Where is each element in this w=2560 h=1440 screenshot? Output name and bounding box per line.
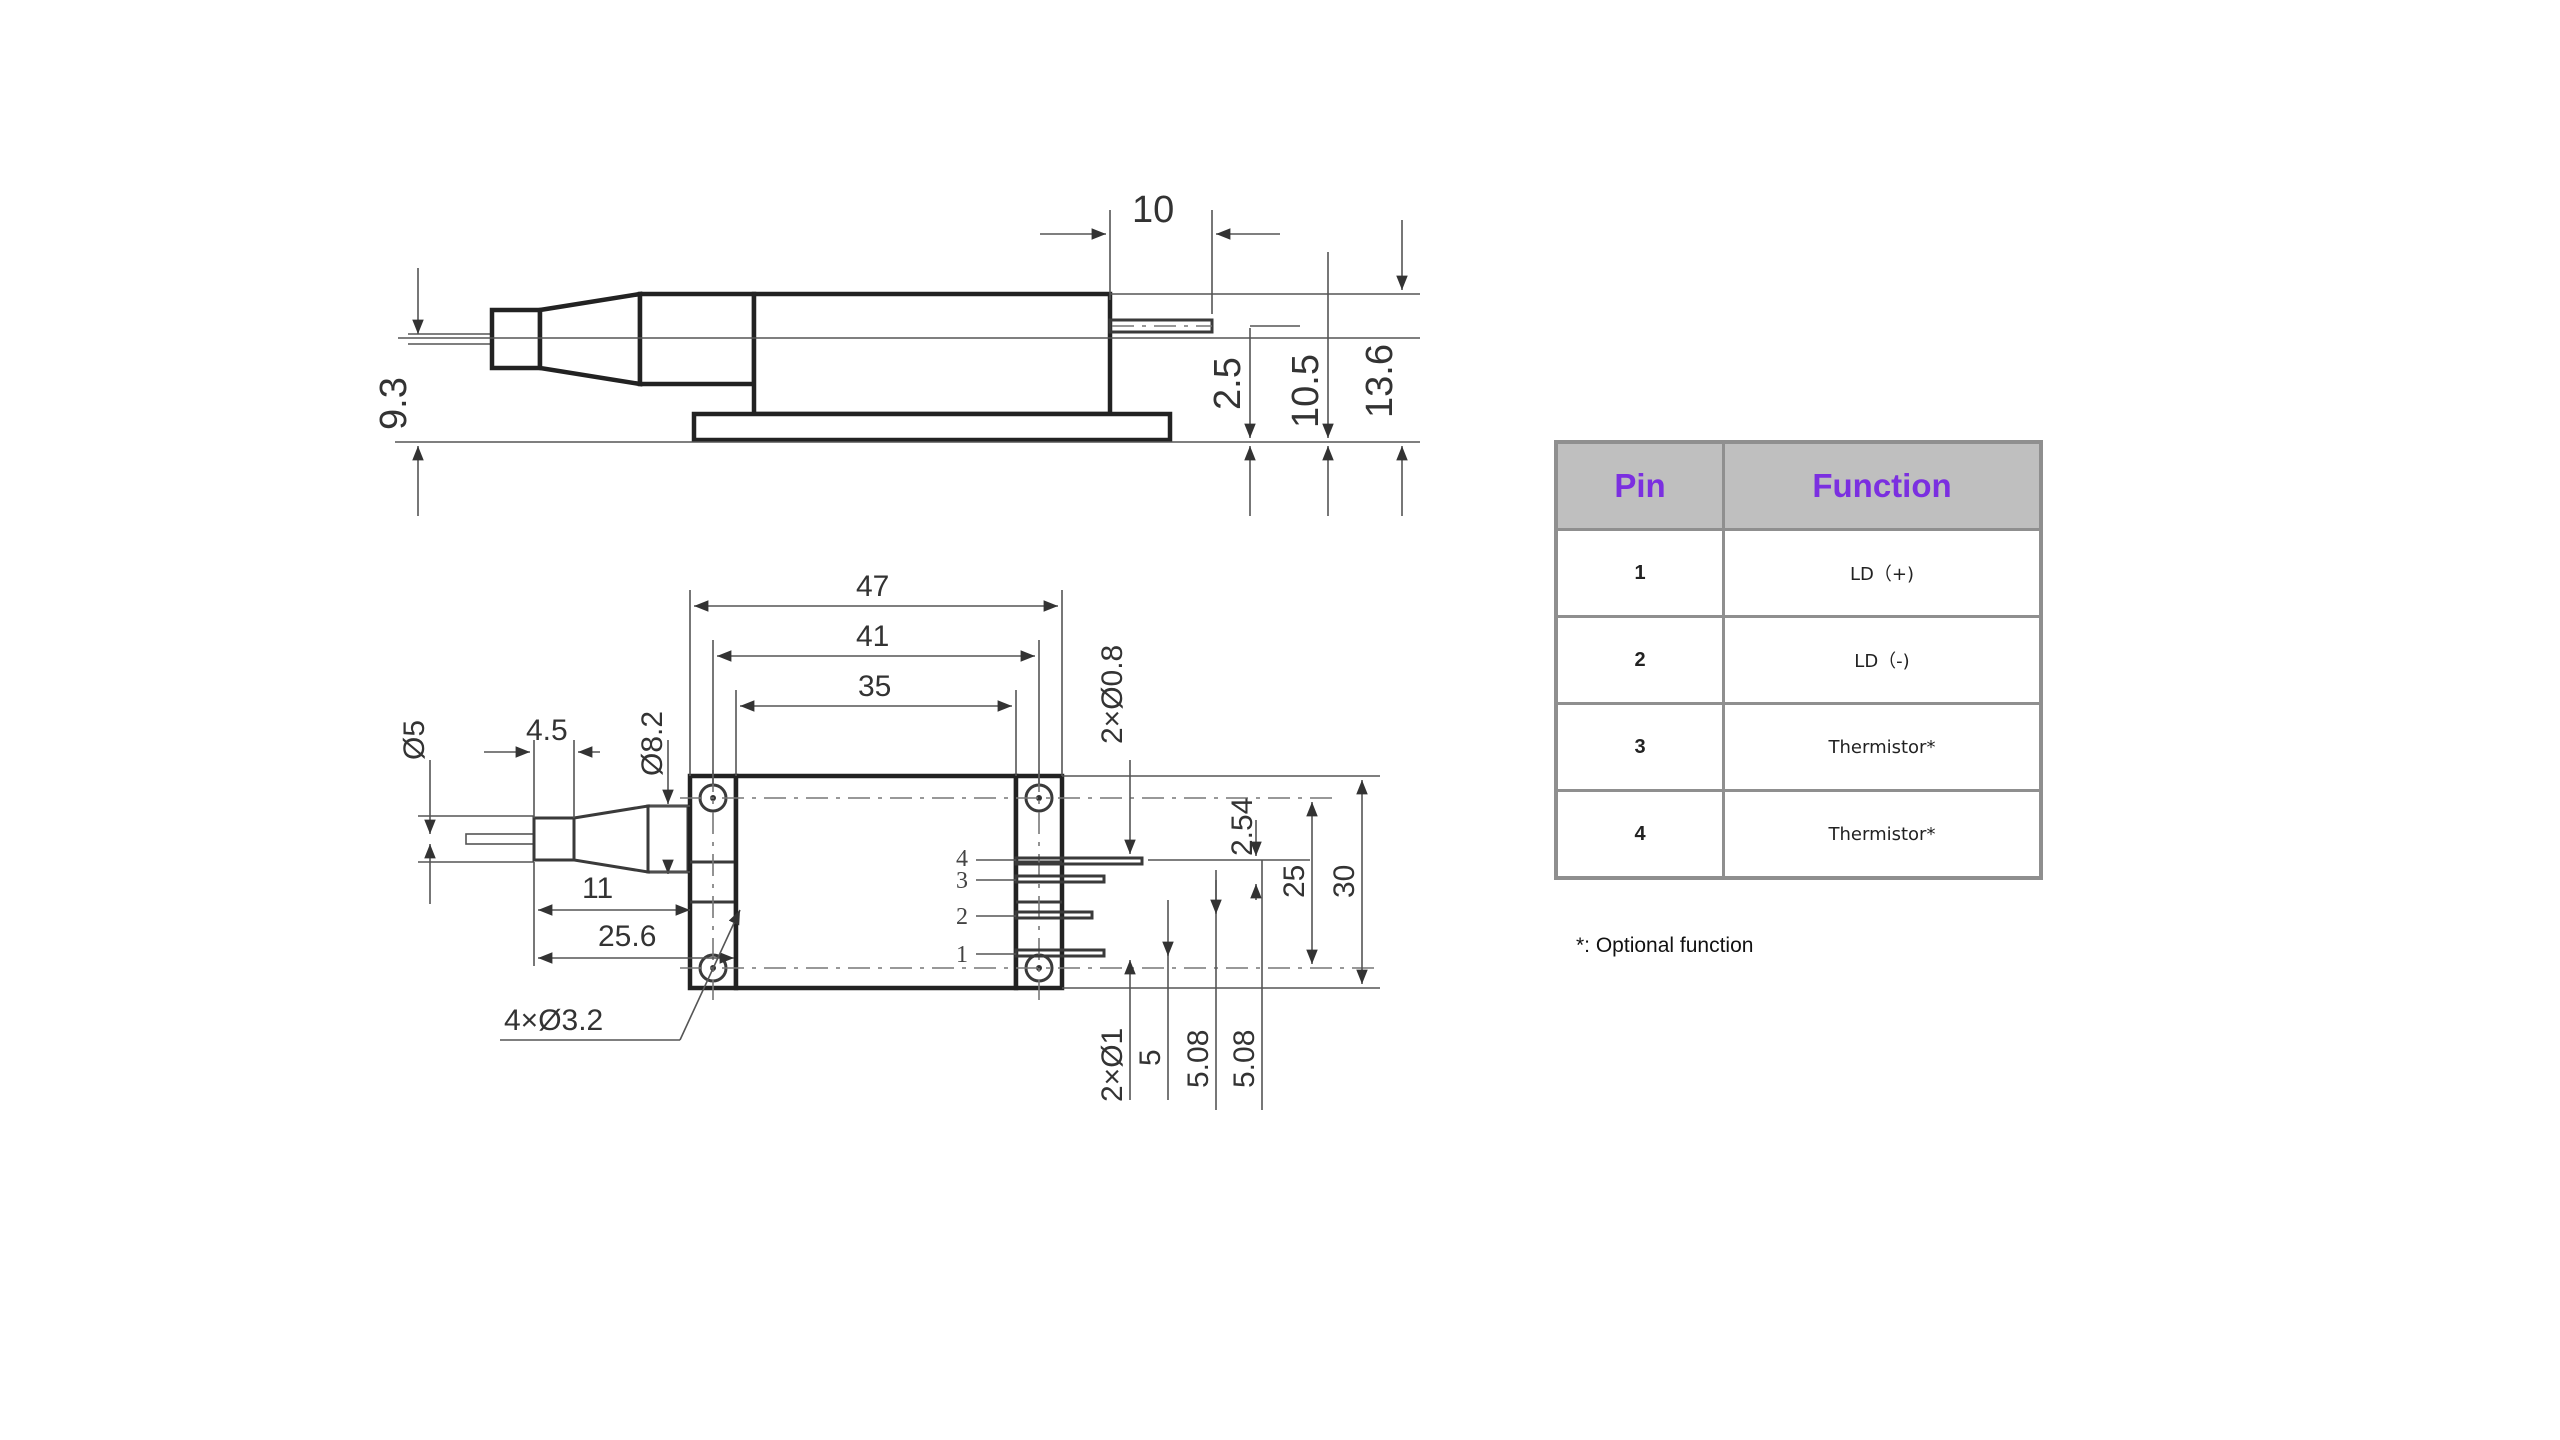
dim-25: 25	[1278, 865, 1311, 898]
dim-2x-phi-0-8: 2×Ø0.8	[1096, 645, 1129, 744]
pin-number: 1	[1554, 528, 1725, 618]
footnote: *: Optional function	[1576, 934, 1754, 957]
dim-41: 41	[856, 620, 889, 653]
dim-11: 11	[582, 872, 613, 905]
dim-13-6: 13.6	[1359, 344, 1401, 418]
header-pin: Pin	[1554, 440, 1725, 531]
dim-phi-5: Ø5	[398, 720, 431, 760]
top-view: 4 3 2 1 47 41 35 Ø5 4.5	[398, 570, 1380, 1110]
dim-5-08-a: 5.08	[1182, 1030, 1215, 1088]
dim-phi-8-2: Ø8.2	[636, 711, 669, 776]
table-header-row: Pin Function	[1554, 440, 2043, 531]
pin-function: LD（+)	[1722, 528, 2043, 618]
table-row: 2 LD（-)	[1554, 615, 2043, 705]
dim-30: 30	[1328, 865, 1361, 898]
pin-label-4: 4	[956, 846, 968, 872]
table-row: 1 LD（+)	[1554, 528, 2043, 618]
side-view: 10 9.3 2.5 10.5 13.6	[373, 189, 1420, 516]
pin-number: 3	[1554, 702, 1725, 792]
table-row: 3 Thermistor*	[1554, 702, 2043, 792]
dim-4x-phi-3-2: 4×Ø3.2	[504, 1004, 603, 1037]
dim-2x-phi-1: 2×Ø1	[1096, 1028, 1129, 1102]
header-function: Function	[1722, 440, 2043, 531]
pin-label-2: 2	[956, 904, 968, 930]
pin-function: Thermistor*	[1722, 702, 2043, 792]
pin-number: 4	[1554, 789, 1725, 880]
pin-function: Thermistor*	[1722, 789, 2043, 880]
dim-25-6: 25.6	[598, 920, 656, 953]
dim-47: 47	[856, 570, 889, 603]
dim-9-3: 9.3	[373, 377, 415, 430]
pin-label-1: 1	[956, 942, 968, 968]
dim-2-54: 2.54	[1226, 798, 1259, 856]
dim-5: 5	[1134, 1049, 1167, 1066]
pin-function-table: Pin Function 1 LD（+) 2 LD（-) 3 Thermisto…	[1554, 440, 2043, 880]
pin-number: 2	[1554, 615, 1725, 705]
pin-label-3: 3	[956, 868, 968, 894]
dim-2-5: 2.5	[1207, 357, 1249, 410]
dim-10-5: 10.5	[1285, 354, 1327, 428]
dim-5-08-b: 5.08	[1228, 1030, 1261, 1088]
dim-4-5: 4.5	[526, 714, 568, 747]
table-row: 4 Thermistor*	[1554, 789, 2043, 880]
dim-35: 35	[858, 670, 891, 703]
pin-function: LD（-)	[1722, 615, 2043, 705]
dim-10: 10	[1132, 189, 1174, 231]
